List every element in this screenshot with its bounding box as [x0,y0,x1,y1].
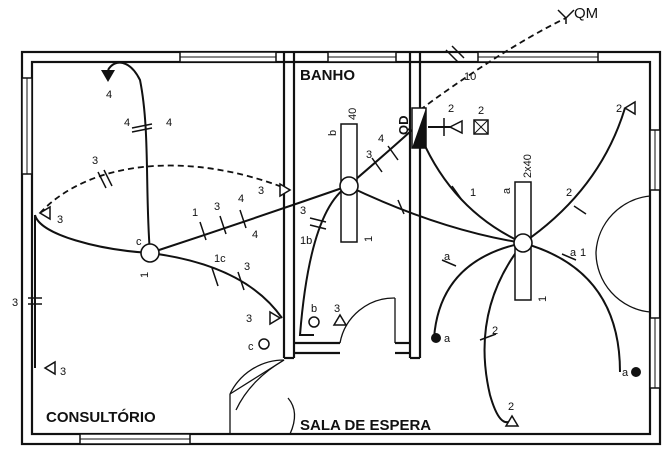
lamp-sala-id: a [501,187,513,194]
b-wire-3: 3 [300,205,306,217]
qd-panel: QD [396,107,427,149]
c-left-wire: 3 [12,297,18,309]
room-sala: SALA DE ESPERA [300,417,431,434]
outlet-symbols [38,70,641,427]
qm-panel: QM [557,5,598,24]
qm-label: QM [574,5,598,22]
lamp-consultorio-circuit: 1 [139,272,151,278]
b-wire-3b: 3 [366,149,372,161]
c-arr-3: 3 [214,201,220,213]
qd-2b: 2 [478,105,484,117]
room-consultorio: CONSULTÓRIO [46,408,156,426]
s-wire-2b: 2 [492,325,498,337]
s-switch-a2: a [622,367,629,379]
s-wire-a2: a [570,247,577,259]
c-switch-c: c [248,341,254,353]
b-wire-4: 4 [378,133,384,145]
circuit-labels: 4 4 4 3 3 3 3 3 1 3 4 4 1c 3 3 c 3 1b b … [12,71,629,413]
c-wire-4a: 4 [124,117,130,129]
c-arr-4b: 4 [252,229,258,241]
c-bottom-outlet: 3 [60,366,66,378]
lamp-sala-circuit: 1 [537,296,549,302]
room-banho: BANHO [300,67,355,84]
c-switch-3: 3 [246,313,252,325]
c-wire-4b: 4 [166,117,172,129]
lamp-banho: 40 b 1 [327,108,375,243]
lamp-banho-id: b [327,130,339,136]
c-left-outlet: 3 [57,214,63,226]
c-arr-1: 1 [192,207,198,219]
qd-label: QD [396,116,411,136]
lamp-sala: 2x40 a 1 [501,154,549,302]
lamp-consultorio: c 1 [136,236,160,278]
c-mid-outlet: 3 [258,185,264,197]
s-bottom-outlet: 2 [508,401,514,413]
s-wire-a1: a [444,251,451,263]
doors [229,195,651,435]
walls [20,50,662,446]
lamp-consultorio-id: c [136,236,142,248]
lamp-banho-circuit: 1 [363,236,375,242]
qd-2: 2 [448,103,454,115]
c-1c-3: 3 [244,261,250,273]
s-switch-a: a [444,333,451,345]
s-right-outlet: 2 [616,103,622,115]
c-top-outlet: 4 [106,89,112,101]
wiring [34,17,626,424]
s-wire-1: 1 [470,187,476,199]
c-arr-4a: 4 [238,193,244,205]
b-outlet-3: 3 [334,303,340,315]
b-switch-b: b [311,303,317,315]
b-wire-1b: 1b [300,235,312,247]
lamp-sala-rating: 2x40 [522,154,534,178]
qm-10: 10 [464,71,476,83]
c-1c: 1c [214,253,226,265]
s-wire-1b: 1 [580,247,586,259]
s-wire-2: 2 [566,187,572,199]
windows [21,51,661,445]
conductor-ticks [28,45,587,341]
lamp-banho-rating: 40 [347,108,359,120]
c-wire-3a: 3 [92,155,98,167]
